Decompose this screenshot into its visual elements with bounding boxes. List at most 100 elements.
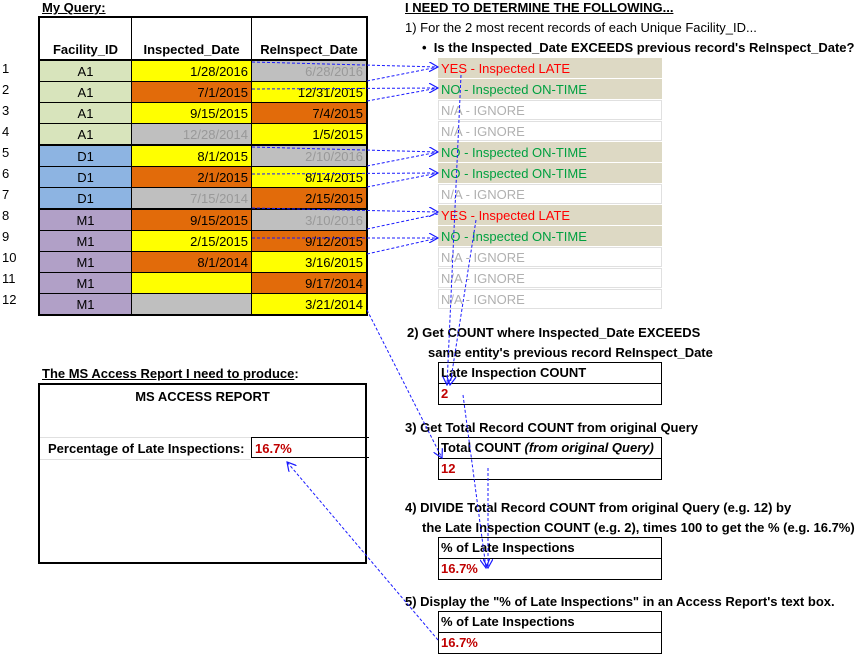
step3-text: 3) Get Total Record COUNT from original … xyxy=(405,420,699,435)
reinspect-date-cell: 2/10/2016 xyxy=(251,144,368,167)
facility-id-cell: A1 xyxy=(38,59,132,82)
table-row: M1 9/17/2014 xyxy=(38,272,368,294)
row-number: 6 xyxy=(2,166,10,181)
result-ontime: NO - Inspected ON-TIME xyxy=(438,142,662,162)
inspected-date-cell: 9/15/2015 xyxy=(131,208,252,231)
late-count-box: Late Inspection COUNT 2 xyxy=(438,362,662,405)
facility-id-cell: M1 xyxy=(38,208,132,231)
facility-id-cell: D1 xyxy=(38,166,132,188)
arrow xyxy=(366,213,439,230)
result-late: YES - Inspected LATE xyxy=(438,58,662,78)
instructions-title: I NEED TO DETERMINE THE FOLLOWING... xyxy=(405,0,674,15)
inspected-date-cell: 8/1/2015 xyxy=(131,144,252,167)
display-box: % of Late Inspections 16.7% xyxy=(438,611,662,654)
report-caption-colon: : xyxy=(294,366,299,381)
arrow xyxy=(366,172,439,188)
inspected-date-cell: 12/28/2014 xyxy=(131,123,252,146)
step1-bullet: • Is the Inspected_Date EXCEEDS previous… xyxy=(422,40,854,55)
late-count-header: Late Inspection COUNT xyxy=(439,363,661,384)
row-number: 1 xyxy=(2,61,10,76)
reinspect-date-cell: 8/14/2015 xyxy=(251,166,368,188)
result-ignore: N/A - IGNORE xyxy=(438,121,662,141)
report-label-row xyxy=(40,437,251,460)
header-inspected-date: Inspected_Date xyxy=(131,16,252,61)
result-ignore: N/A - IGNORE xyxy=(438,247,662,267)
inspected-date-cell: 7/1/2015 xyxy=(131,81,252,103)
step1-bullet-text: Is the Inspected_Date EXCEEDS previous r… xyxy=(433,40,855,55)
percent-box: % of Late Inspections 16.7% xyxy=(438,537,662,580)
report-value-textbox[interactable]: 16.7% xyxy=(251,437,369,458)
display-header: % of Late Inspections xyxy=(439,612,661,633)
result-ignore: N/A - IGNORE xyxy=(438,184,662,204)
query-table: Facility_ID Inspected_Date ReInspect_Dat… xyxy=(38,16,368,316)
row-number: 2 xyxy=(2,82,10,97)
inspected-date-cell xyxy=(131,272,252,294)
result-late: YES - Inspected LATE xyxy=(438,205,662,225)
inspected-date-cell: 1/28/2016 xyxy=(131,59,252,82)
row-number: 12 xyxy=(2,292,17,307)
reinspect-date-cell: 2/15/2015 xyxy=(251,187,368,210)
facility-id-cell: M1 xyxy=(38,251,132,273)
inspected-date-cell: 8/1/2014 xyxy=(131,251,252,273)
result-ontime: NO - Inspected ON-TIME xyxy=(438,79,662,99)
result-ignore: N/A - IGNORE xyxy=(438,100,662,120)
percent-header: % of Late Inspections xyxy=(439,538,661,559)
reinspect-date-cell: 9/17/2014 xyxy=(251,272,368,294)
inspected-date-cell: 9/15/2015 xyxy=(131,102,252,124)
facility-id-cell: A1 xyxy=(38,102,132,124)
report-caption-text: The MS Access Report I need to produce xyxy=(42,366,295,381)
step1-text: 1) For the 2 most recent records of each… xyxy=(405,20,757,35)
report-caption: The MS Access Report I need to produce: xyxy=(42,366,299,381)
row-number: 10 xyxy=(2,250,17,265)
reinspect-date-cell: 3/16/2015 xyxy=(251,251,368,273)
access-report: MS ACCESS REPORT Percentage of Late Insp… xyxy=(38,383,369,564)
late-count-value: 2 xyxy=(441,386,449,401)
facility-id-cell: M1 xyxy=(38,293,132,316)
row-number: 5 xyxy=(2,145,10,160)
inspected-date-cell xyxy=(131,293,252,316)
facility-id-cell: D1 xyxy=(38,144,132,167)
facility-id-cell: D1 xyxy=(38,187,132,210)
facility-id-cell: A1 xyxy=(38,81,132,103)
percent-value: 16.7% xyxy=(441,561,478,576)
row-number: 9 xyxy=(2,229,10,244)
bullet-icon: • xyxy=(422,40,434,55)
query-title: My Query: xyxy=(42,0,106,15)
result-ontime: NO - Inspected ON-TIME xyxy=(438,163,662,183)
total-count-header: Total COUNT (from original Query) xyxy=(439,438,661,459)
total-count-header-italic: (from original Query) xyxy=(524,440,654,455)
inspected-date-cell: 7/15/2014 xyxy=(131,187,252,210)
result-ontime: NO - Inspected ON-TIME xyxy=(438,226,662,246)
report-label: Percentage of Late Inspections: xyxy=(48,441,245,456)
facility-id-cell: M1 xyxy=(38,272,132,294)
result-ignore: N/A - IGNORE xyxy=(438,268,662,288)
row-number: 4 xyxy=(2,124,10,139)
result-ignore: N/A - IGNORE xyxy=(438,289,662,309)
total-count-header-text: Total COUNT xyxy=(441,440,525,455)
facility-id-cell: A1 xyxy=(38,123,132,146)
arrow xyxy=(366,151,439,167)
report-title: MS ACCESS REPORT xyxy=(135,389,270,404)
step5-text: 5) Display the "% of Late Inspections" i… xyxy=(405,594,835,609)
step2-line1: 2) Get COUNT where Inspected_Date EXCEED… xyxy=(407,325,701,340)
arrow xyxy=(366,87,439,102)
header-reinspect-date: ReInspect_Date xyxy=(251,16,368,61)
row-number: 3 xyxy=(2,103,10,118)
step4-line2: the Late Inspection COUNT (e.g. 2), time… xyxy=(422,520,855,535)
reinspect-date-cell: 3/10/2016 xyxy=(251,208,368,231)
reinspect-date-cell: 7/4/2015 xyxy=(251,102,368,124)
facility-id-cell: M1 xyxy=(38,230,132,252)
reinspect-date-cell: 12/31/2015 xyxy=(251,81,368,103)
